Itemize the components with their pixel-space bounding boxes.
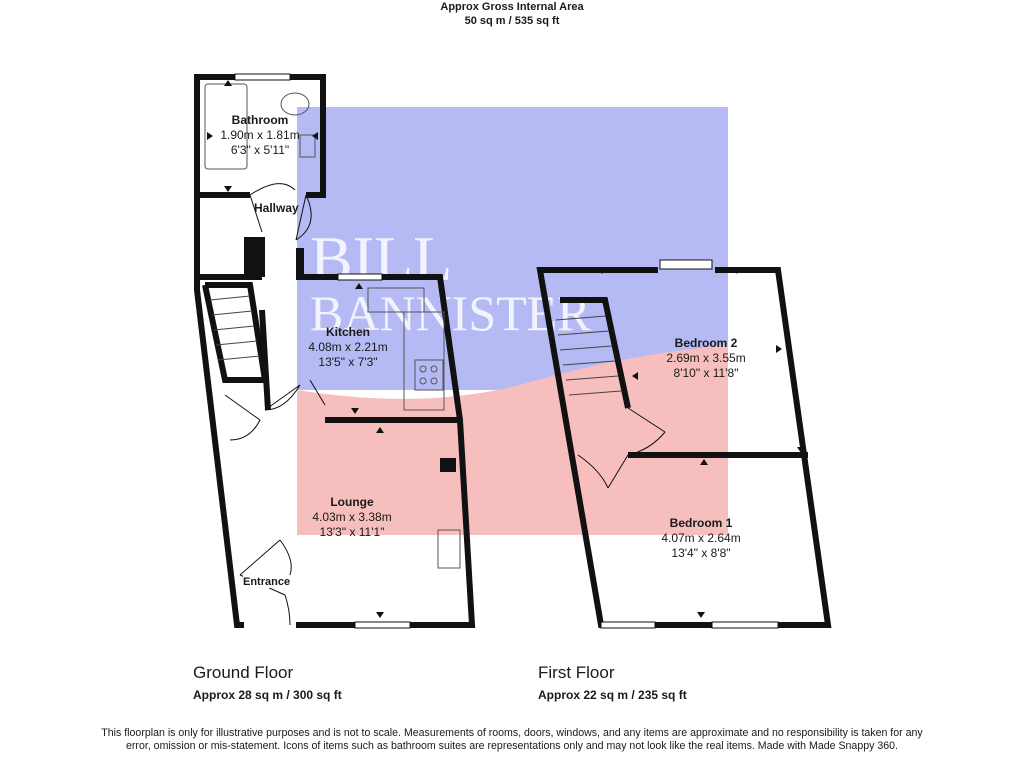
- room-lounge-metric: 4.03m x 3.38m: [312, 510, 392, 524]
- ground-doors: [224, 183, 326, 626]
- room-entrance-name: Entrance: [243, 576, 291, 588]
- ground-stairs: [209, 295, 261, 361]
- ground-floor-area: Approx 28 sq m / 300 sq ft: [193, 688, 342, 702]
- basin-icon: [299, 134, 316, 158]
- disclaimer: This floorplan is only for illustrative …: [101, 727, 923, 752]
- room-bathroom: Bathroom 1.90m x 1.81m 6'3" x 5'11": [220, 113, 299, 158]
- room-hallway-name: Hallway: [254, 201, 299, 215]
- toilet-icon: [280, 92, 310, 116]
- room-bathroom-imperial: 6'3" x 5'11": [230, 143, 290, 157]
- room-bedroom2-imperial: 8'10" x 11'8": [673, 366, 739, 380]
- first-stairs: [555, 315, 622, 396]
- ground-floor-label: Ground Floor: [193, 663, 294, 682]
- room-bedroom1-metric: 4.07m x 2.64m: [661, 531, 741, 545]
- ground-arrows: [207, 80, 384, 618]
- room-bedroom1-name: Bedroom 1: [669, 516, 733, 530]
- kitchen-fixtures: [367, 287, 461, 569]
- room-kitchen-name: Kitchen: [325, 325, 370, 339]
- first-doors: [577, 407, 666, 489]
- first-floor-label: First Floor: [538, 663, 615, 682]
- chimney-breast: [244, 238, 262, 280]
- total-area: 50 sq m / 535 sq ft: [464, 15, 560, 27]
- room-bedroom2: Bedroom 2 2.69m x 3.55m 8'10" x 11'8": [666, 336, 745, 381]
- room-kitchen-metric: 4.08m x 2.21m: [308, 340, 388, 354]
- ground-windows: [234, 73, 411, 629]
- hob-icon: [414, 359, 444, 391]
- lounge-pillar: [440, 458, 456, 472]
- room-bathroom-metric: 1.90m x 1.81m: [220, 128, 300, 142]
- room-bedroom2-metric: 2.69m x 3.55m: [666, 351, 746, 365]
- watermark-bottom-block: [297, 345, 728, 535]
- room-bedroom1: Bedroom 1 4.07m x 2.64m 13'4" x 8'8": [661, 516, 740, 561]
- room-lounge-imperial: 13'3" x 11'1": [319, 525, 385, 539]
- sink-icon: [367, 287, 425, 313]
- room-bedroom1-imperial: 13'4" x 8'8": [671, 546, 731, 560]
- first-floor-area: Approx 22 sq m / 235 sq ft: [538, 688, 687, 702]
- room-lounge: Lounge 4.03m x 3.38m 13'3" x 11'1": [312, 495, 391, 540]
- area-title: Approx Gross Internal Area: [440, 1, 584, 13]
- watermark-text-line1: BILL: [310, 223, 452, 294]
- room-kitchen: Kitchen 4.08m x 2.21m 13'5" x 7'3": [308, 325, 387, 370]
- fireplace-icon: [437, 529, 461, 569]
- room-lounge-name: Lounge: [330, 495, 374, 509]
- room-kitchen-imperial: 13'5" x 7'3": [318, 355, 378, 369]
- first-arrows: [598, 268, 805, 618]
- watermark-top-block: [297, 107, 728, 390]
- room-bedroom2-name: Bedroom 2: [674, 336, 738, 350]
- watermark: BILL BANNISTER: [297, 107, 728, 535]
- room-bathroom-name: Bathroom: [231, 113, 289, 127]
- first-windows: [600, 259, 779, 629]
